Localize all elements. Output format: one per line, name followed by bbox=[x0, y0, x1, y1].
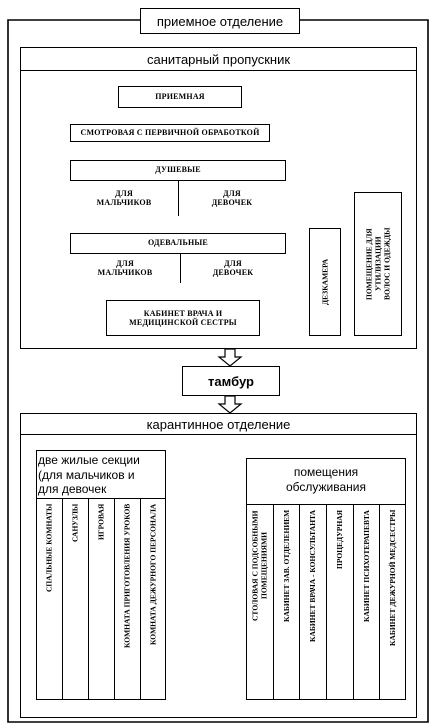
room-divider bbox=[352, 504, 354, 700]
dressing-vline bbox=[180, 253, 181, 283]
room-divider bbox=[272, 504, 274, 700]
disposal-room bbox=[354, 192, 402, 336]
room-cell: ПРОЦЕДУРНАЯ bbox=[334, 510, 344, 570]
disinfection-chamber bbox=[309, 228, 341, 336]
dressing-boys: ДЛЯ МАЛЬЧИКОВ bbox=[97, 258, 153, 277]
reception-room-label: ПРИЕМНАЯ bbox=[155, 92, 205, 102]
room-cell: КАБИНЕТ ЗАВ. ОТДЕЛЕНИЕМ bbox=[281, 510, 291, 623]
sanitary-title: санитарный пропускник bbox=[146, 51, 291, 67]
showers-vline bbox=[178, 180, 179, 216]
room-cell: КАБИНЕТ ДЕЖУРНОЙ МЕДСЕСТРЫ bbox=[388, 510, 398, 647]
exam-room: СМОТРОВАЯ С ПЕРВИЧНОЙ ОБРАБОТКОЙ bbox=[70, 124, 270, 142]
room-divider bbox=[88, 498, 89, 700]
exam-room-label: СМОТРОВАЯ С ПЕРВИЧНОЙ ОБРАБОТКОЙ bbox=[80, 128, 260, 138]
dressing-girls: ДЛЯ ДЕВОЧЕК bbox=[212, 258, 254, 277]
room-cell: КАБИНЕТ ПСИХОТЕРАПЕВТА bbox=[361, 510, 371, 622]
dressing-divider bbox=[70, 253, 286, 283]
room-divider bbox=[140, 498, 141, 700]
room-cell: КАБИНЕТ ВРАЧА - КОНСУЛЬТАНТА bbox=[308, 510, 318, 643]
sanitary-title-box: санитарный пропускник bbox=[20, 47, 417, 71]
room-cell: СПАЛЬНЫЕ КОМНАТЫ bbox=[44, 504, 54, 593]
quarantine-title-box: карантинное отделение bbox=[20, 413, 417, 435]
showers-boys: ДЛЯ МАЛЬЧИКОВ bbox=[96, 188, 152, 207]
room-divider bbox=[379, 504, 381, 700]
living-title: две жилые секции (для мальчиков и для де… bbox=[38, 453, 140, 497]
room-cell: СТОЛОВАЯ С ПОДСОБНЫМИ ПОМЕЩЕНИЯМИ bbox=[250, 510, 269, 621]
living-rooms-grid bbox=[36, 498, 166, 700]
showers-girls: ДЛЯ ДЕВОЧЕК bbox=[211, 188, 253, 207]
room-divider bbox=[326, 504, 327, 700]
disinfection-label: ДЕЗКАМЕРА bbox=[320, 258, 330, 306]
doctor-office: КАБИНЕТ ВРАЧА И МЕДИЦИНСКОЙ СЕСТРЫ bbox=[106, 300, 260, 336]
vestibule-label: тамбур bbox=[208, 373, 254, 389]
room-divider bbox=[299, 504, 301, 700]
disposal-label: ПОМЕЩЕНИЕ ДЛЯ УТИЛИЗАЦИИ ВОЛОС И ОДЕЖДЫ bbox=[364, 227, 392, 301]
reception-room: ПРИЕМНАЯ bbox=[118, 86, 242, 108]
vestibule: тамбур bbox=[182, 366, 280, 396]
room-cell: КОМНАТА ПРИГОТОВЛЕНИЯ УРОКОВ bbox=[122, 504, 132, 649]
quarantine-title: карантинное отделение bbox=[146, 416, 291, 432]
room-cell: КОМНАТА ДЕЖУРНОГО ПЕРСОНАЛА bbox=[148, 504, 158, 646]
showers-title: ДУШЕВЫЕ bbox=[155, 165, 201, 175]
reception-department: приемное отделение bbox=[140, 8, 300, 34]
reception-title: приемное отделение bbox=[156, 13, 284, 29]
room-divider bbox=[62, 498, 63, 700]
room-divider bbox=[114, 498, 115, 700]
room-cell: ИГРОВАЯ bbox=[96, 504, 106, 541]
room-cell: САНУЗЛЫ bbox=[70, 504, 80, 543]
dressing-title: ОДЕВАЛЬНЫЕ bbox=[148, 238, 208, 248]
service-title: помещения обслуживания bbox=[285, 465, 367, 494]
